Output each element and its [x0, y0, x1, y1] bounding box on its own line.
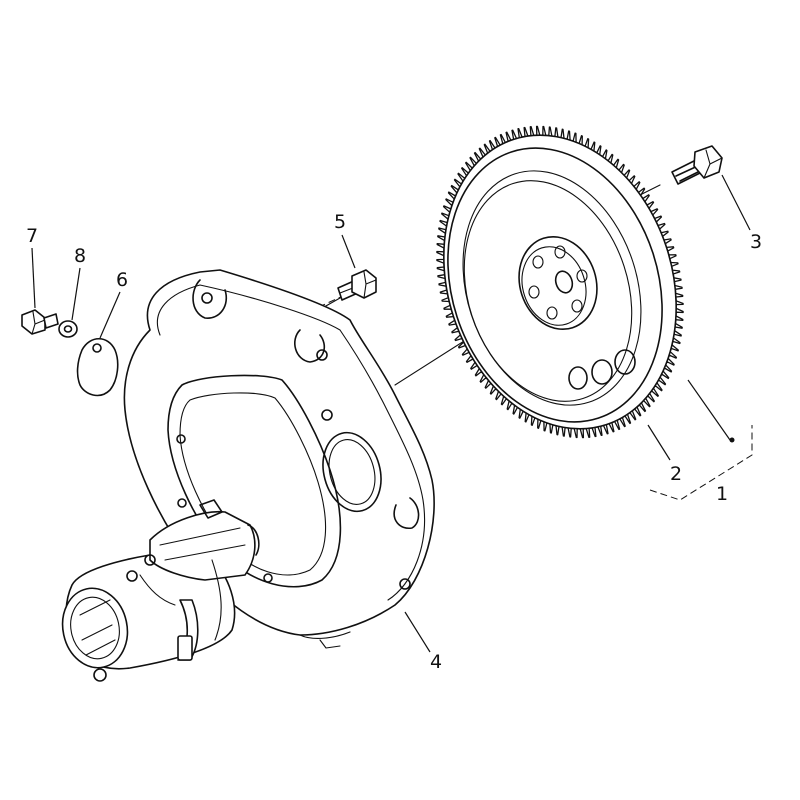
leader-dot: [729, 437, 735, 443]
flywheel-bolt: [671, 145, 723, 185]
callout-6: 6: [116, 269, 128, 291]
plate-bolt: [21, 309, 59, 335]
callout-8: 8: [74, 245, 86, 267]
housing-bolt: [337, 269, 377, 301]
callout-5: 5: [334, 211, 346, 233]
callout-7: 7: [26, 225, 38, 247]
cover-plate: [76, 337, 119, 397]
plate-washer: [58, 320, 78, 338]
callout-2: 2: [670, 463, 682, 485]
callout-4: 4: [430, 651, 442, 673]
callout-3: 3: [750, 231, 762, 253]
callout-1: 1: [716, 483, 728, 505]
starter-motor: [61, 499, 260, 682]
flywheel-ring-gear: [436, 125, 684, 439]
leader-lines: [31, 174, 753, 653]
callout-labels: 7 8 6 5 3 2 1 4: [26, 211, 762, 673]
